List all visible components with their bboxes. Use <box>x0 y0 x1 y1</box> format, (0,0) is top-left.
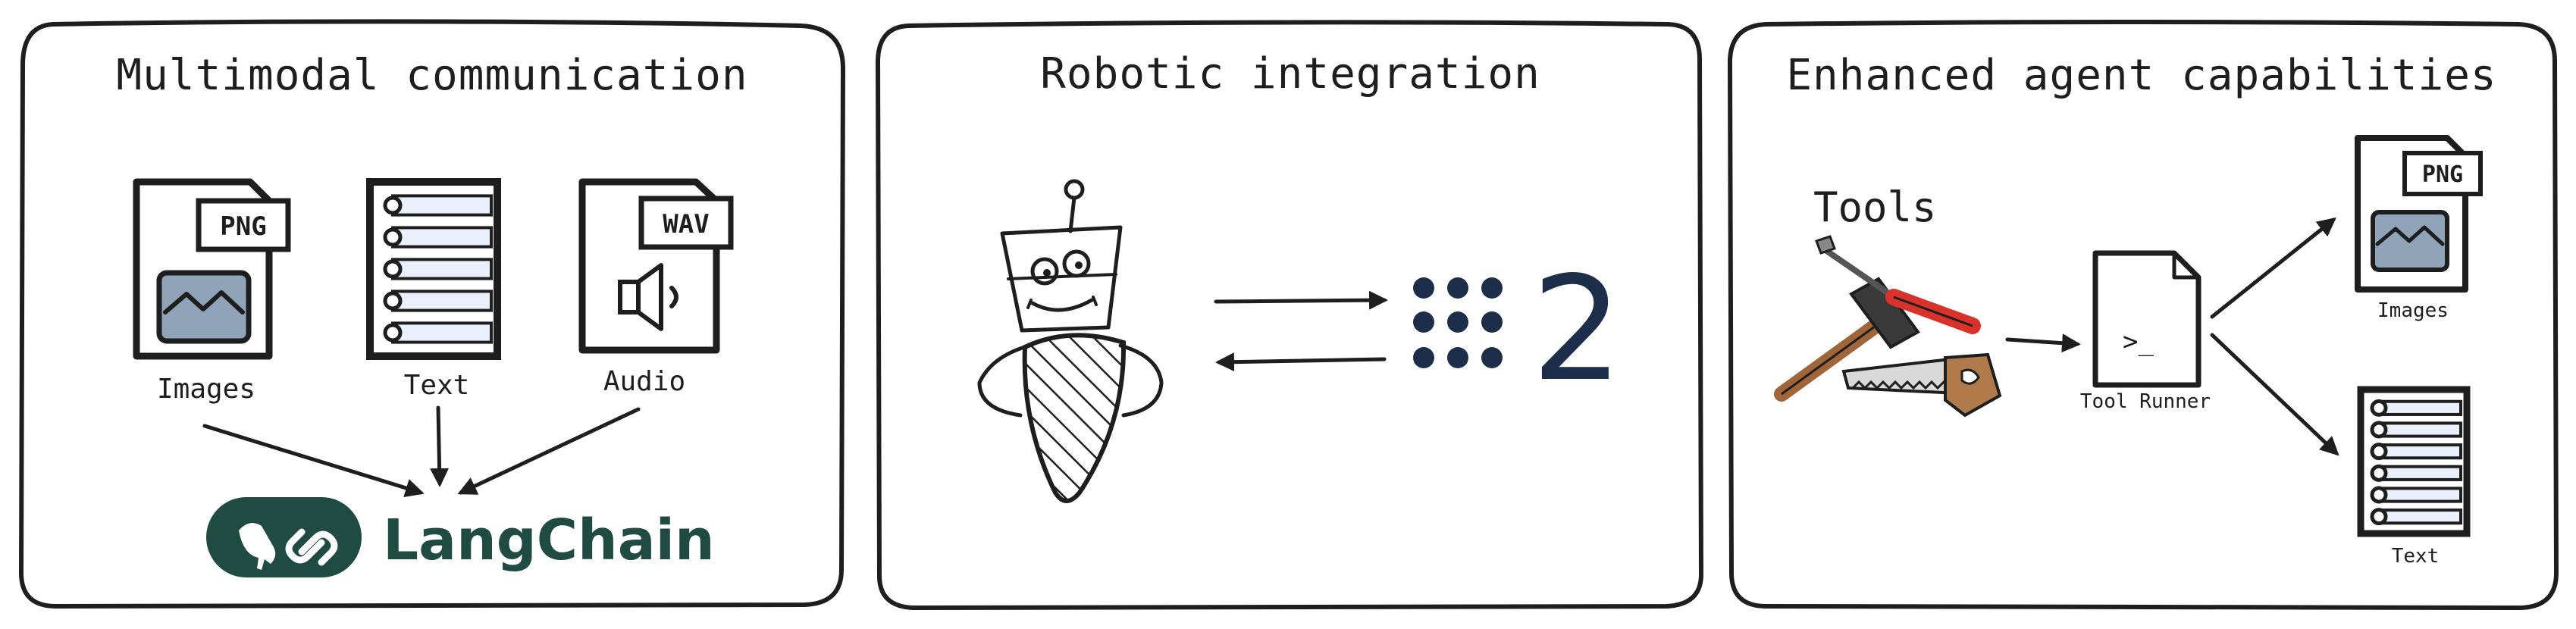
png-badge: PNG <box>220 211 266 242</box>
text-line <box>2377 487 2462 503</box>
arrow-images-to-langchain <box>202 424 425 498</box>
arrow-text-to-langchain <box>430 405 450 487</box>
text-line <box>391 321 493 344</box>
panel-frame <box>1728 20 2559 610</box>
panel-multimodal: Multimodal communication PNG Images Text… <box>19 19 845 609</box>
output-text-file-icon <box>2357 386 2471 537</box>
text-line <box>2377 465 2462 481</box>
bullet-dot <box>383 227 403 247</box>
arrow-runner-to-text <box>2210 333 2339 456</box>
audio-caption: Audio <box>603 366 685 397</box>
tools-label: Tools <box>1813 183 1937 231</box>
tools-icon <box>1774 235 2002 418</box>
bullet-dot <box>2370 399 2388 417</box>
panel-agent: Enhanced agent capabilities Tools >_ Too… <box>1728 20 2559 610</box>
robot-logo-digit: 2 <box>1531 246 1623 413</box>
runner-caption: Tool Runner <box>2080 390 2211 413</box>
text-line <box>391 226 493 249</box>
bullet-dot <box>383 291 403 311</box>
arrow-runner-to-images <box>2210 217 2336 319</box>
panel-title: Enhanced agent capabilities <box>1786 51 2496 100</box>
runner-prompt: >_ <box>2123 327 2154 357</box>
arrow-device-to-robot <box>1215 352 1387 372</box>
arrow-audio-to-langchain <box>457 407 641 495</box>
wav-badge: WAV <box>663 209 709 239</box>
bullet-dot <box>383 323 403 343</box>
image-file-icon: PNG <box>133 178 291 360</box>
tool-runner-icon: >_ <box>2092 250 2202 388</box>
text-line <box>2377 443 2462 460</box>
bullet-dot <box>383 196 403 215</box>
langchain-logo: LangChain <box>206 497 715 577</box>
output-png-badge: PNG <box>2422 161 2463 188</box>
bullet-dot <box>2370 421 2388 439</box>
bullet-dot <box>2370 443 2388 461</box>
text-line <box>391 289 493 312</box>
arrow-robot-to-device <box>1214 290 1388 310</box>
panel-frame <box>876 20 1703 610</box>
speaker-icon <box>618 263 678 331</box>
panel-title: Robotic integration <box>1040 49 1540 99</box>
text-caption: Text <box>404 370 470 401</box>
output-text-caption: Text <box>2392 545 2440 568</box>
panel-title: Multimodal communication <box>116 51 747 100</box>
text-line <box>2377 421 2462 438</box>
arrow-tools-to-runner <box>2005 333 2081 353</box>
langchain-logo-text: LangChain <box>383 508 715 573</box>
audio-file-icon: WAV <box>578 178 734 354</box>
text-line <box>2377 509 2462 525</box>
bullet-dot <box>2370 486 2388 504</box>
image-caption: Images <box>157 374 255 405</box>
panel-frame <box>19 19 845 609</box>
panel-robotic: Robotic integration 2 <box>876 20 1703 610</box>
robot-icon <box>977 179 1164 503</box>
bullet-dot <box>2370 464 2388 482</box>
bullet-dot <box>2370 508 2388 526</box>
text-line <box>391 194 493 217</box>
text-line <box>2377 399 2462 416</box>
bullet-dot <box>383 259 403 279</box>
output-image-caption: Images <box>2377 299 2449 322</box>
output-image-file-icon: PNG <box>2355 135 2483 293</box>
text-file-icon <box>366 178 501 360</box>
text-line <box>391 258 493 280</box>
six-dot-logo-icon <box>1413 277 1503 368</box>
